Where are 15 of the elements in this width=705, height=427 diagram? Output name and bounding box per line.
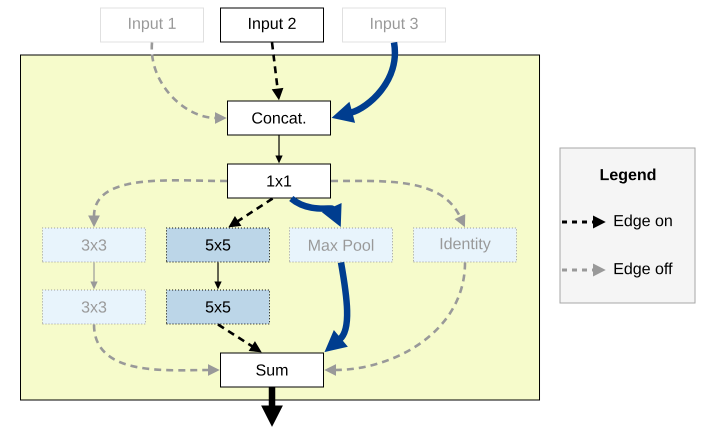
legend-text: Edge off	[614, 262, 673, 278]
operation-box: 3x3	[42, 290, 146, 324]
legend-text: Edge on	[614, 214, 672, 230]
operation-box: 1x1	[227, 164, 331, 198]
operation-box: Identity	[413, 228, 518, 262]
input-box: Input 2	[220, 8, 324, 42]
input-box: Input 3	[342, 8, 446, 42]
operation-box: Max Pool	[289, 228, 393, 262]
operation-box: Sum	[220, 352, 324, 388]
operation-box: 5x5	[166, 228, 270, 262]
legend-title: Legend	[600, 168, 656, 184]
input-box: Input 1	[100, 8, 204, 42]
operation-box: 5x5	[166, 290, 270, 324]
operation-box: 3x3	[42, 228, 146, 262]
operation-box: Concat.	[227, 100, 331, 136]
